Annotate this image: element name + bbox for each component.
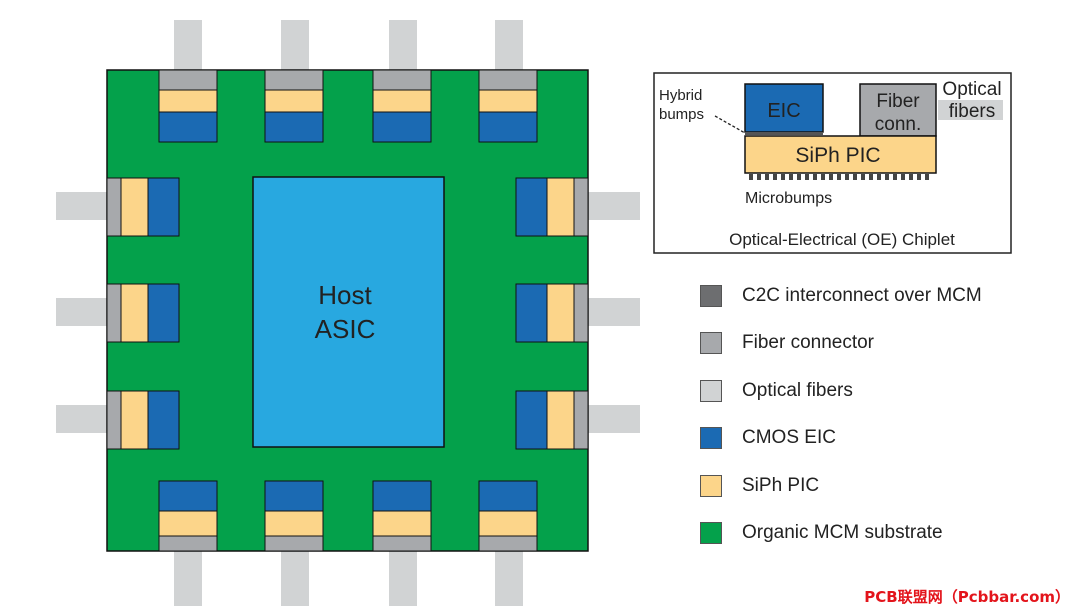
microbump [773,174,777,180]
microbump [805,174,809,180]
microbumps [749,174,929,180]
oe-chiplet [106,390,180,450]
microbump [789,174,793,180]
microbump [869,174,873,180]
microbump [797,174,801,180]
host-asic-label-line1: Host [318,280,372,310]
inset-fiber-connector-label-line1: Fiber [876,91,920,112]
legend-label: Organic MCM substrate [742,522,943,543]
optical-fiber [281,20,309,75]
microbump [749,174,753,180]
oe-chiplet [515,390,589,450]
legend-item: Organic MCM substrate [700,520,943,546]
oe-chiplet [515,177,589,237]
optical-fibers-label-line2: fibers [949,101,995,122]
optical-fiber [281,546,309,606]
oe-chiplets-right [515,177,589,450]
oe-chiplet [264,69,324,143]
oe-chiplet [372,480,432,552]
microbump [845,174,849,180]
optical-fiber [56,298,116,326]
optical-fiber [389,546,417,606]
legend-label: CMOS EIC [742,427,836,448]
host-asic [252,176,445,448]
microbump [877,174,881,180]
legend-swatch [700,380,722,402]
optical-fiber [495,20,523,75]
hybrid-bumps [745,132,823,135]
optical-fibers-group [56,20,640,606]
inset-siph-pic [744,135,937,174]
microbump [781,174,785,180]
legend-item: SiPh PIC [700,473,819,499]
legend-item: Fiber connector [700,330,874,356]
microbump [765,174,769,180]
legend-swatch [700,475,722,497]
oe-chiplets-top [158,69,538,143]
hybrid-bumps-leader [714,115,746,134]
microbump [901,174,905,180]
oe-chiplet [158,69,218,143]
microbump [885,174,889,180]
microbumps-label: Microbumps [745,190,832,207]
microbump [909,174,913,180]
legend-item: C2C interconnect over MCM [700,283,982,309]
microbump [917,174,921,180]
legend-swatch [700,332,722,354]
optical-fiber [495,546,523,606]
legend-item: Optical fibers [700,378,853,404]
inset-eic [744,83,824,133]
microbump [829,174,833,180]
optical-fibers-label-line1: Optical [942,79,1001,100]
inset-fiber-connector [859,83,937,137]
inset-caption: Optical-Electrical (OE) Chiplet [729,230,955,249]
legend-item: CMOS EIC [700,425,836,451]
legend-label: Fiber connector [742,332,875,353]
inset-eic-label: EIC [767,100,800,122]
oe-chiplet [158,480,218,552]
watermark: PCB联盟网（Pcbbar.com） [864,588,1070,606]
oe-chiplet [515,283,589,343]
optical-fiber [56,405,116,433]
microbump [893,174,897,180]
optical-fiber [56,192,116,220]
microbump [925,174,929,180]
hybrid-bumps-label-line1: Hybrid [659,87,702,104]
legend-label: Optical fibers [742,380,853,401]
oe-chiplet [106,177,180,237]
optical-fiber [174,20,202,75]
microbump [813,174,817,180]
microbump [757,174,761,180]
legend-label: SiPh PIC [742,475,820,496]
oe-chiplet [372,69,432,143]
host-asic-label-line2: ASIC [315,314,376,344]
inset-siph-pic-label: SiPh PIC [795,144,880,167]
oe-chiplets-bottom [158,480,538,552]
optical-fiber [389,20,417,75]
oe-chiplets-left [106,177,180,450]
legend-swatch [700,427,722,449]
hybrid-bumps-label-line2: bumps [659,106,704,123]
oe-chiplet [106,283,180,343]
legend-label: C2C interconnect over MCM [742,285,982,306]
optical-fiber [174,546,202,606]
legend-swatch [700,285,722,307]
oe-chiplet [478,69,538,143]
microbump [837,174,841,180]
legend-swatch [700,522,722,544]
oe-chiplet [264,480,324,552]
inset-optical-fiber [938,100,1003,120]
microbump [821,174,825,180]
oe-chiplet [478,480,538,552]
microbump [853,174,857,180]
microbump [861,174,865,180]
inset-fiber-connector-label-line2: conn. [875,114,921,135]
